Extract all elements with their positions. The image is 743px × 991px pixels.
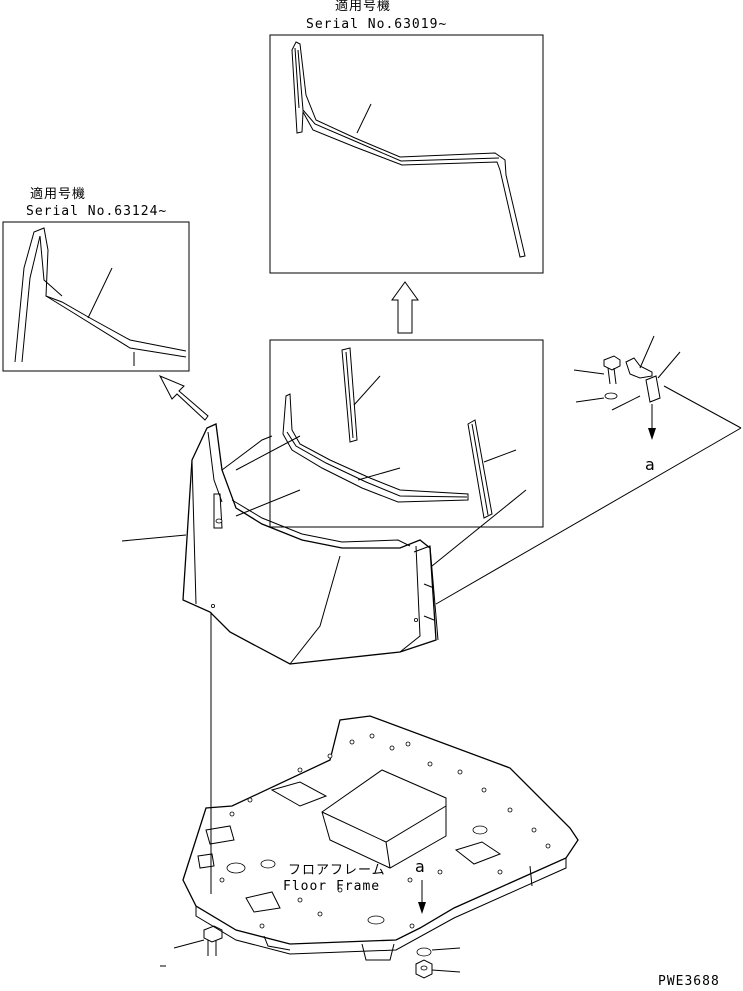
ref-a-lower-group: a bbox=[415, 857, 426, 914]
left-box-applicable-label: 適用号機 bbox=[30, 186, 86, 202]
ref-a-upper: a bbox=[645, 455, 655, 474]
cover-edge-left-detail bbox=[14, 227, 187, 366]
leader-top-strip bbox=[356, 103, 372, 134]
hollow-arrow-up bbox=[391, 281, 419, 334]
clip-icon bbox=[645, 375, 661, 403]
leader-cover bbox=[121, 534, 187, 542]
leader-left-detail bbox=[87, 267, 113, 319]
curved-strip bbox=[282, 393, 469, 503]
operator-cover bbox=[121, 423, 439, 665]
lower-nut-icon bbox=[415, 959, 433, 979]
vertical-strip-left bbox=[341, 347, 358, 443]
bolt-icon bbox=[603, 355, 621, 371]
washer-icon bbox=[604, 392, 618, 400]
floor-cutout-2 bbox=[454, 841, 502, 865]
hollow-arrow-upleft bbox=[158, 375, 209, 421]
drawing-number: PWE3688 bbox=[658, 974, 720, 989]
ref-a-lower: a bbox=[415, 857, 425, 876]
left-box-serial-label: Serial No.63124~ bbox=[26, 204, 167, 219]
middle-detail-callout bbox=[269, 339, 544, 528]
left-detail-callout: 適用号機 Serial No.63124~ bbox=[2, 186, 190, 372]
top-box-applicable-label: 適用号機 bbox=[335, 0, 391, 14]
floor-frame-jp-label: フロアフレーム bbox=[288, 863, 386, 878]
middle-detail-frame bbox=[269, 339, 544, 528]
floor-cutout-1 bbox=[270, 781, 328, 807]
floor-frame: フロアフレーム Floor Frame bbox=[182, 715, 579, 961]
vertical-strip-right bbox=[467, 419, 493, 519]
top-detail-callout: 適用号機 Serial No.63019~ bbox=[269, 0, 544, 274]
top-detail-frame bbox=[269, 34, 544, 274]
floor-frame-raised-box bbox=[321, 769, 447, 869]
left-detail-frame bbox=[2, 221, 190, 372]
lower-bolt-icon bbox=[203, 925, 223, 943]
lower-washer-icon bbox=[416, 947, 432, 957]
trim-strip-top-detail bbox=[291, 41, 526, 258]
top-box-serial-label: Serial No.63019~ bbox=[306, 17, 447, 32]
floor-frame-en-label: Floor Frame bbox=[283, 879, 380, 894]
mounting-bracket-left bbox=[213, 493, 223, 529]
flange-bolt-icon bbox=[625, 357, 653, 379]
fastener-group-upper: a bbox=[573, 335, 681, 474]
fastener-group-lower bbox=[160, 925, 461, 979]
